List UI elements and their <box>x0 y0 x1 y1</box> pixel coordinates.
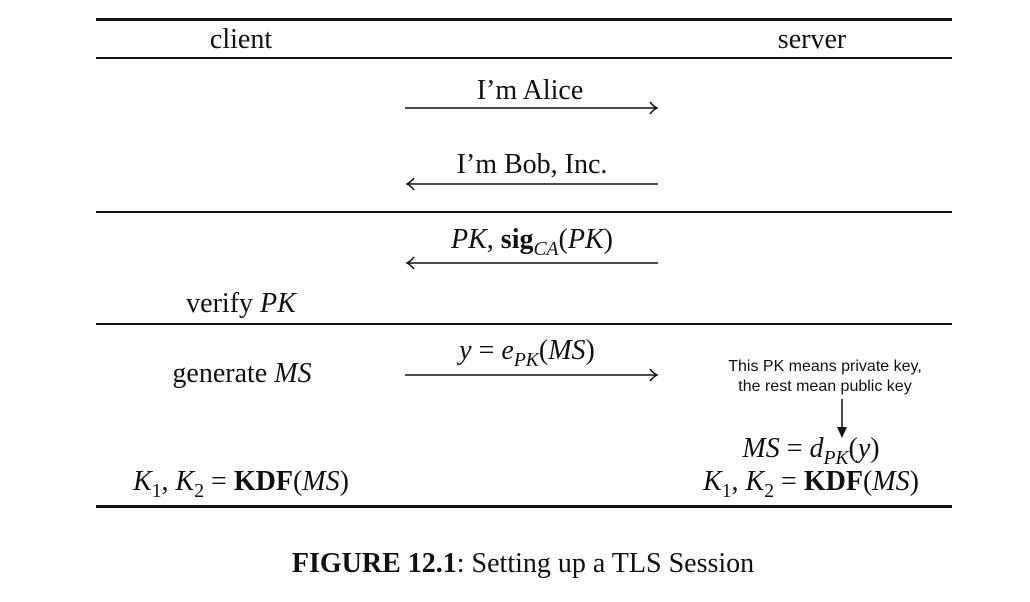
top-rule <box>96 18 952 21</box>
message-encrypted-ms: y = ePK(MS) <box>459 335 595 371</box>
ca-subscript: CA <box>533 238 559 260</box>
open-paren: ( <box>292 466 303 497</box>
open-paren: ( <box>538 335 549 366</box>
right-arrow-icon <box>405 101 659 115</box>
kdf-function: KDF <box>803 466 863 497</box>
figure-label: FIGURE 12.1 <box>291 548 457 579</box>
open-paren: ( <box>848 433 858 464</box>
verify-label: verify <box>186 288 261 319</box>
close-paren: ) <box>909 466 919 497</box>
close-paren: ) <box>870 433 880 464</box>
equals-sign: = <box>204 466 234 497</box>
decrypt-ms-step: MS = dPK(y) <box>742 433 880 469</box>
left-arrow-icon <box>405 177 658 191</box>
equals-sign: = <box>471 335 502 366</box>
pk-subscript: PK <box>823 447 849 469</box>
pk-symbol: PK <box>451 224 487 255</box>
figure-title: : Setting up a TLS Session <box>456 548 755 579</box>
k2-subscript: 2 <box>764 480 775 502</box>
comma: , <box>161 466 176 497</box>
y-symbol: y <box>459 335 472 366</box>
equals-sign: = <box>774 466 804 497</box>
pk-argument: PK <box>567 224 604 255</box>
k2-symbol: K <box>745 466 765 497</box>
kdf-function: KDF <box>233 466 293 497</box>
message-im-bob: I’m Bob, Inc. <box>456 149 608 180</box>
generate-ms-symbol: MS <box>274 358 312 389</box>
ms-argument: MS <box>302 466 340 497</box>
left-arrow-icon <box>405 256 658 270</box>
ms-argument: MS <box>872 466 910 497</box>
pk-subscript: PK <box>513 349 539 371</box>
ms-symbol: MS <box>742 433 780 464</box>
open-paren: ( <box>558 224 568 255</box>
message-im-alice: I’m Alice <box>476 75 584 106</box>
y-argument: y <box>857 433 871 464</box>
k2-subscript: 2 <box>194 480 205 502</box>
note-line-2: the rest mean public key <box>738 378 912 395</box>
comma: , <box>731 466 746 497</box>
header-rule <box>96 57 952 59</box>
equals-sign: = <box>779 433 810 464</box>
separator: , <box>486 224 501 255</box>
generate-ms-step: generate MS <box>172 360 311 388</box>
k1-subscript: 1 <box>151 480 162 502</box>
client-header: client <box>209 24 273 55</box>
d-function: d <box>809 433 824 464</box>
right-arrow-icon <box>405 368 659 382</box>
client-kdf-step: K1, K2 = KDF(MS) <box>133 466 349 502</box>
ms-argument: MS <box>548 335 586 366</box>
verify-pk-step: verify PK <box>186 290 296 318</box>
message-certificate: PK, sigCA(PK) <box>451 224 613 260</box>
bottom-rule <box>96 505 952 508</box>
server-header: server <box>777 24 847 55</box>
close-paren: ) <box>603 224 613 255</box>
down-arrow-icon <box>837 399 847 438</box>
figure-caption: FIGURE 12.1: Setting up a TLS Session <box>292 548 754 580</box>
k2-symbol: K <box>175 466 195 497</box>
divider-rule-1 <box>96 211 952 213</box>
k1-symbol: K <box>133 466 152 497</box>
note-line-1: This PK means private key, <box>728 358 922 375</box>
private-key-note: This PK means private key, the rest mean… <box>728 357 922 397</box>
divider-rule-2 <box>96 323 952 325</box>
close-paren: ) <box>339 466 349 497</box>
sig-function: sig <box>500 224 534 255</box>
close-paren: ) <box>585 335 595 366</box>
verify-pk-symbol: PK <box>260 288 296 319</box>
open-paren: ( <box>862 466 873 497</box>
e-function: e <box>501 335 514 366</box>
k1-symbol: K <box>703 466 722 497</box>
server-kdf-step: K1, K2 = KDF(MS) <box>703 466 919 502</box>
k1-subscript: 1 <box>721 480 732 502</box>
generate-label: generate <box>172 358 275 389</box>
